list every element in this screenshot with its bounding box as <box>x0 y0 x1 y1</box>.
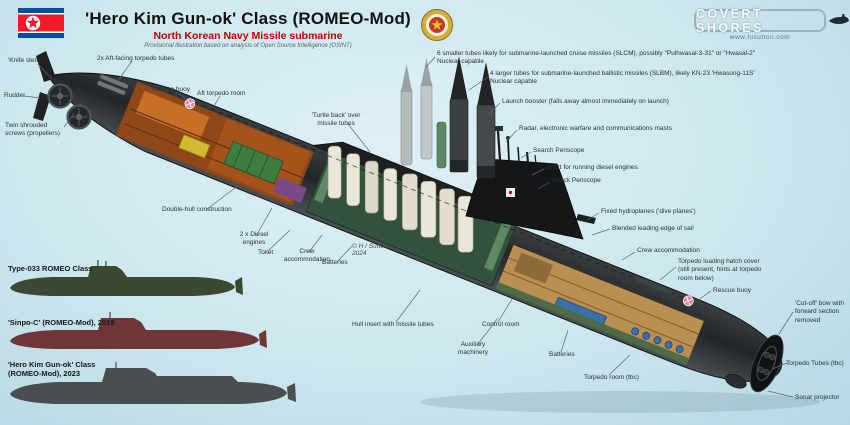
cutoff-bow-face <box>749 334 784 393</box>
torpedo-1 <box>631 327 640 336</box>
search-periscope-mast <box>517 146 520 163</box>
label-torpedo-hatch: Torpedo loading hatch cover (still prese… <box>678 258 762 282</box>
label-cutoff-bow: 'Cut-off' bow with forward section remov… <box>795 300 844 324</box>
comparison-label-hero-kim: 'Hero Kim Gun-ok' Class (ROMEO-Mod), 202… <box>8 360 96 378</box>
label-double-hull: Double-hull construction <box>162 206 232 213</box>
label-crew-accommodation-aft: Crew accommodation <box>284 248 330 264</box>
label-slbm-tubes: 4 larger tubes for submarine-launched ba… <box>490 70 755 86</box>
label-knife-stem: 'Knife stem' <box>8 57 42 64</box>
battery-block-aft <box>273 177 307 204</box>
generator-block <box>178 134 211 159</box>
label-control-room: Control room <box>482 321 520 328</box>
torpedo-loading-hatch <box>634 276 673 295</box>
label-auxiliary-machinery: Auxiliary machinery <box>458 341 488 357</box>
torpedo-4 <box>664 340 673 349</box>
slcm-missile-2 <box>420 58 433 160</box>
label-turtle-back: 'Turtle back' over missile tubes <box>311 112 361 128</box>
north-korea-flag <box>18 8 64 38</box>
open-missile-tube <box>436 121 447 169</box>
label-toilet: Toilet <box>258 249 274 256</box>
slbm-missile-2 <box>476 62 496 179</box>
control-room-console <box>513 252 553 284</box>
label-diesel-engines: 2 x Diesel engines <box>239 231 269 247</box>
label-propellers: Twin shrouded screws (propellers) <box>5 122 60 138</box>
diesel-engine-block <box>223 140 284 185</box>
page-title: 'Hero Kim Gun-ok' Class (ROMEO-Mod) <box>85 9 411 28</box>
label-slcm-tubes: 6 smaller tubes likely for submarine-lau… <box>437 50 756 66</box>
rescue-buoy-aft-marker <box>184 98 196 110</box>
aft-cutaway <box>115 81 314 206</box>
missiles <box>400 56 496 179</box>
leader-lines <box>23 56 794 398</box>
provisional-note: Provisional illustration based on analys… <box>144 43 352 49</box>
propeller-shroud-2 <box>66 104 92 130</box>
label-crew-accommodation-fwd: Crew accommodation <box>637 247 700 254</box>
credit-line: © H I Sutton, 2024 <box>352 243 390 257</box>
forward-cutaway <box>496 244 704 365</box>
label-rescue-buoy-aft: Rescue buoy <box>152 86 190 93</box>
stern-appendages <box>33 51 129 130</box>
rescue-buoy-fwd-marker <box>682 295 694 307</box>
silhouette-hero-kim-gun-ok <box>10 362 296 404</box>
label-torpedo-tubes: Torpedo Tubes (tbc) <box>786 360 844 367</box>
page-subtitle: North Korean Navy Missile submarine <box>153 30 343 42</box>
label-rudder: Rudder <box>4 92 26 99</box>
rudder-upper-fin <box>36 51 56 82</box>
label-batteries-fwd: Batteries <box>549 351 575 358</box>
submarine-hull <box>47 72 784 393</box>
propeller-shroud-1 <box>47 83 73 109</box>
covert-shores-logo: COVERT SHORES <box>694 6 826 35</box>
hydroplane-fin <box>576 214 596 224</box>
label-search-periscope: Search Periscope <box>533 147 585 154</box>
label-attack-periscope: Attack Periscope <box>552 177 601 184</box>
label-batteries-aft: Batteries <box>322 259 348 266</box>
comparison-label-sinpo-c: 'Sinpo-C' (ROMEO-Mod), 2019 <box>8 318 115 327</box>
comparison-label-type-033: Type-033 ROMEO Class <box>8 264 93 273</box>
torpedo-3 <box>653 336 662 345</box>
label-torpedo-room: Torpedo room (tbc) <box>584 374 639 381</box>
snort-mast <box>526 151 529 164</box>
slbm-missile-1 <box>449 56 469 173</box>
attack-periscope-mast <box>534 154 537 165</box>
label-snort: Snort for running diesel engines <box>546 164 638 171</box>
label-rescue-buoy-fwd: Rescue buoy <box>713 287 751 294</box>
brand-url: www.hisutton.com <box>729 34 791 41</box>
brand-name: COVERT SHORES <box>696 6 764 35</box>
sonar-projector-shape <box>725 374 747 389</box>
torpedo-5 <box>675 345 684 354</box>
silhouette-type-033 <box>10 260 243 296</box>
launch-booster-1 <box>450 160 468 172</box>
label-hull-insert: Hull insert with missile tubes <box>352 321 434 328</box>
hull-shadow <box>420 391 820 413</box>
label-sail-leading-edge: Blended leading edge of sail <box>612 225 694 232</box>
aft-torpedo-tubes-shape <box>97 74 129 96</box>
rudder-lower-fin <box>33 92 51 121</box>
launch-booster-2 <box>477 166 495 178</box>
label-aft-torpedo-room: Aft torpedo room <box>197 90 246 97</box>
silhouette-sinpo-c <box>10 312 267 349</box>
label-aft-torpedo-tubes: 2x Aft-facing torpedo tubes <box>97 55 175 62</box>
label-sonar-projector: Sonar projector <box>795 394 840 401</box>
torpedo-2 <box>642 331 651 340</box>
slcm-missile-1 <box>400 64 413 166</box>
label-masts: Radar, electronic warfare and communicat… <box>519 125 672 132</box>
label-hydroplanes: Fixed hydroplanes ('dive planes') <box>601 208 696 215</box>
label-launch-booster: Launch booster (falls away almost immedi… <box>502 98 669 105</box>
radar-mast <box>493 126 503 161</box>
navy-emblem <box>421 9 453 41</box>
submarine-logo-icon <box>829 14 849 24</box>
